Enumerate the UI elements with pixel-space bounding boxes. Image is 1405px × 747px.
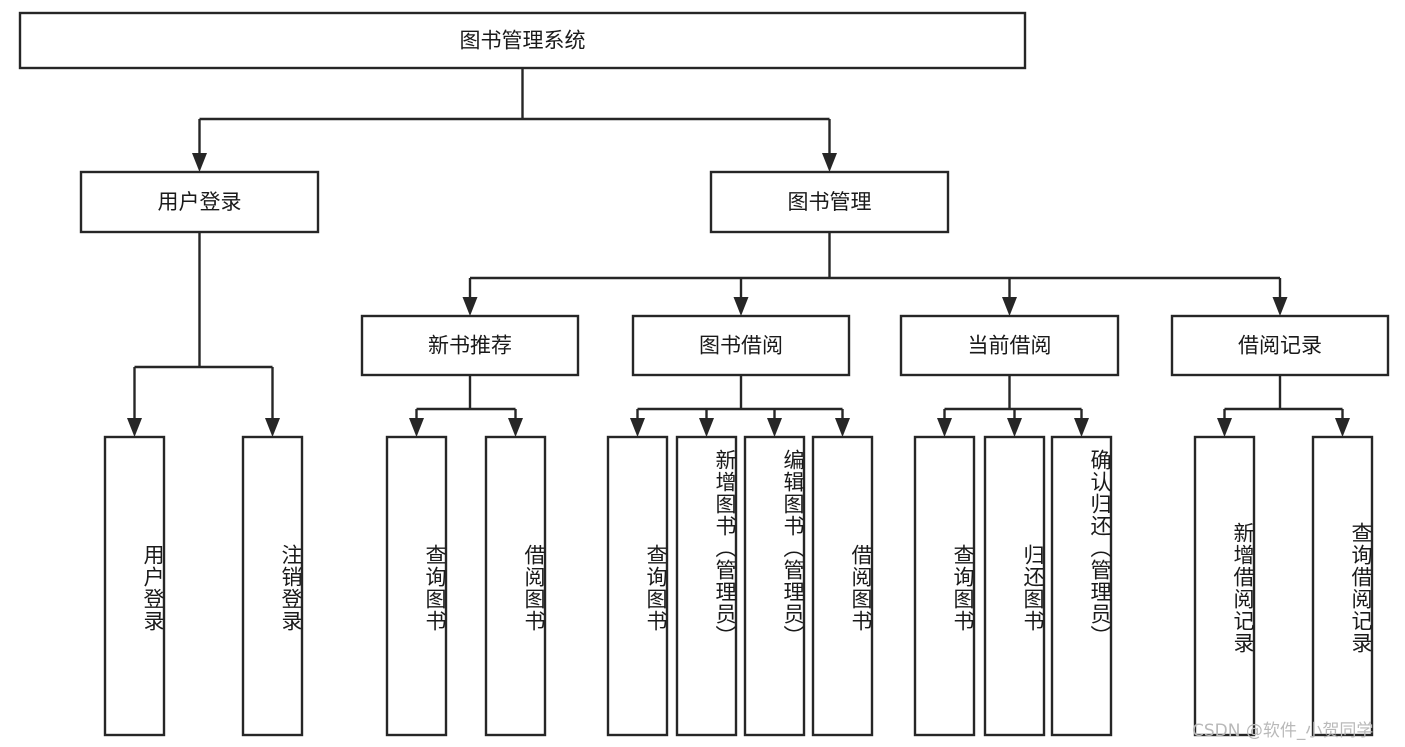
arrow-head-edge-borrow-split-3	[835, 418, 850, 437]
connector-edge-root-split	[192, 68, 837, 172]
connector-edge-bookmanage-split	[462, 232, 1288, 316]
node-box-root[interactable]	[18, 11, 1027, 70]
connector-edge-borrow-split	[630, 375, 850, 437]
arrow-head-edge-borrow-split-1	[699, 418, 714, 437]
node-box-user-login[interactable]	[79, 170, 320, 234]
node-box-leaf-return-book[interactable]	[983, 435, 1046, 737]
node-label-book-manage: 图书管理	[788, 190, 872, 214]
arrow-head-edge-bookmanage-split-1	[733, 297, 749, 316]
arrow-head-edge-borrow-split-0	[630, 418, 645, 437]
arrow-head-edge-current-split-0	[937, 418, 952, 437]
node-box-leaf-query-book-1[interactable]	[385, 435, 448, 737]
node-box-current-borrow[interactable]	[899, 314, 1120, 377]
arrow-head-edge-record-split-1	[1335, 418, 1350, 437]
connector-edge-current-split	[937, 375, 1089, 437]
arrow-head-edge-root-split-0	[192, 153, 207, 172]
arrow-head-edge-current-split-1	[1007, 418, 1022, 437]
arrow-head-edge-userlogin-split-0	[127, 418, 142, 437]
node-label-borrow-record: 借阅记录	[1238, 334, 1322, 358]
node-box-leaf-user-login[interactable]	[103, 435, 166, 737]
arrow-head-edge-userlogin-split-1	[265, 418, 280, 437]
node-box-leaf-add-book[interactable]	[675, 435, 738, 737]
node-label-book-borrow: 图书借阅	[699, 334, 783, 358]
connector-edge-userlogin-split	[127, 232, 280, 437]
node-box-leaf-user-logout[interactable]	[241, 435, 304, 737]
node-box-leaf-query-book-3[interactable]	[913, 435, 976, 737]
node-box-leaf-query-book-2[interactable]	[606, 435, 669, 737]
node-label-current-borrow: 当前借阅	[968, 334, 1052, 358]
arrow-head-edge-record-split-0	[1217, 418, 1232, 437]
arrow-head-edge-bookmanage-split-0	[462, 297, 478, 316]
node-box-leaf-borrow-book-1[interactable]	[484, 435, 547, 737]
node-box-leaf-edit-book[interactable]	[743, 435, 806, 737]
node-box-book-borrow[interactable]	[631, 314, 851, 377]
node-label-new-book-recommend: 新书推荐	[428, 334, 512, 358]
csdn-watermark: CSDN @软件_小贺同学	[1192, 721, 1374, 741]
arrow-head-edge-recommend-split-0	[409, 418, 424, 437]
arrow-head-edge-bookmanage-split-2	[1002, 297, 1017, 316]
arrow-head-edge-recommend-split-1	[508, 418, 523, 437]
arrow-head-edge-root-split-1	[822, 153, 837, 172]
node-box-leaf-borrow-book-2[interactable]	[811, 435, 874, 737]
arrow-head-edge-bookmanage-split-3	[1272, 297, 1288, 316]
node-box-leaf-confirm-return[interactable]	[1050, 435, 1113, 737]
boxes-layer	[18, 11, 1390, 737]
connectors-layer	[127, 68, 1350, 437]
node-box-new-book-recommend[interactable]	[360, 314, 580, 377]
connector-edge-recommend-split	[409, 375, 523, 437]
arrow-head-edge-current-split-2	[1074, 418, 1089, 437]
node-label-root: 图书管理系统	[460, 29, 586, 53]
node-box-leaf-add-record[interactable]	[1193, 435, 1256, 737]
node-box-leaf-query-record[interactable]	[1311, 435, 1374, 737]
node-label-user-login: 用户登录	[158, 190, 242, 214]
node-box-book-manage[interactable]	[709, 170, 950, 234]
arrow-head-edge-borrow-split-2	[767, 418, 782, 437]
connector-edge-record-split	[1217, 375, 1350, 437]
node-box-borrow-record[interactable]	[1170, 314, 1390, 377]
